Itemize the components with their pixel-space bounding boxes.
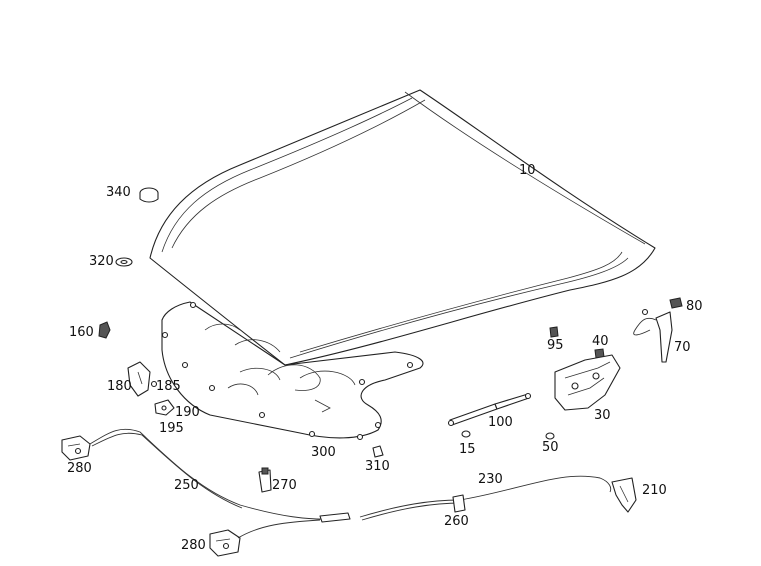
callout-300: 300	[311, 445, 336, 460]
part-270-guide	[258, 467, 272, 493]
part-160-clip	[98, 321, 111, 339]
part-320-washer	[115, 257, 133, 267]
callout-270: 270	[272, 478, 297, 493]
callout-195: 195	[159, 421, 184, 436]
callout-280-upper: 280	[67, 461, 92, 476]
hood-panel	[149, 89, 656, 366]
callout-190: 190	[175, 405, 200, 420]
insulation-mat	[161, 301, 424, 441]
callout-160: 160	[69, 325, 94, 340]
part-30-hinge-bracket	[554, 354, 621, 411]
part-310-clip	[372, 445, 384, 458]
callout-210: 210	[642, 483, 667, 498]
callout-70: 70	[674, 340, 691, 355]
callout-340: 340	[106, 185, 131, 200]
callout-310: 310	[365, 459, 390, 474]
part-180-hinge	[127, 361, 158, 397]
callout-10: 10	[519, 163, 536, 178]
part-50-nut	[545, 432, 555, 440]
callout-230: 230	[478, 472, 503, 487]
callout-15: 15	[459, 442, 476, 457]
callout-40: 40	[592, 334, 609, 349]
callout-100: 100	[488, 415, 513, 430]
callout-180: 180	[107, 379, 132, 394]
callout-95: 95	[547, 338, 564, 353]
part-80-cap	[669, 297, 683, 309]
callout-50: 50	[542, 440, 559, 455]
part-190-bracket	[154, 399, 175, 416]
callout-30: 30	[594, 408, 611, 423]
part-340-bumper	[139, 187, 159, 203]
part-100-gas-strut	[447, 392, 532, 427]
callout-320: 320	[89, 254, 114, 269]
part-280-latch-upper	[61, 435, 91, 461]
part-280-latch-lower	[209, 529, 241, 557]
callout-260: 260	[444, 514, 469, 529]
part-15-nut	[461, 430, 471, 438]
callout-80: 80	[686, 299, 703, 314]
part-210-release-handle	[611, 477, 637, 513]
part-95-clip	[549, 326, 559, 338]
callout-185: 185	[156, 379, 181, 394]
cable-250	[89, 428, 346, 520]
callout-280-lower: 280	[181, 538, 206, 553]
part-260-clip	[452, 494, 466, 513]
part-70-actuator	[633, 308, 673, 363]
cable-230	[359, 475, 612, 518]
callout-250: 250	[174, 478, 199, 493]
